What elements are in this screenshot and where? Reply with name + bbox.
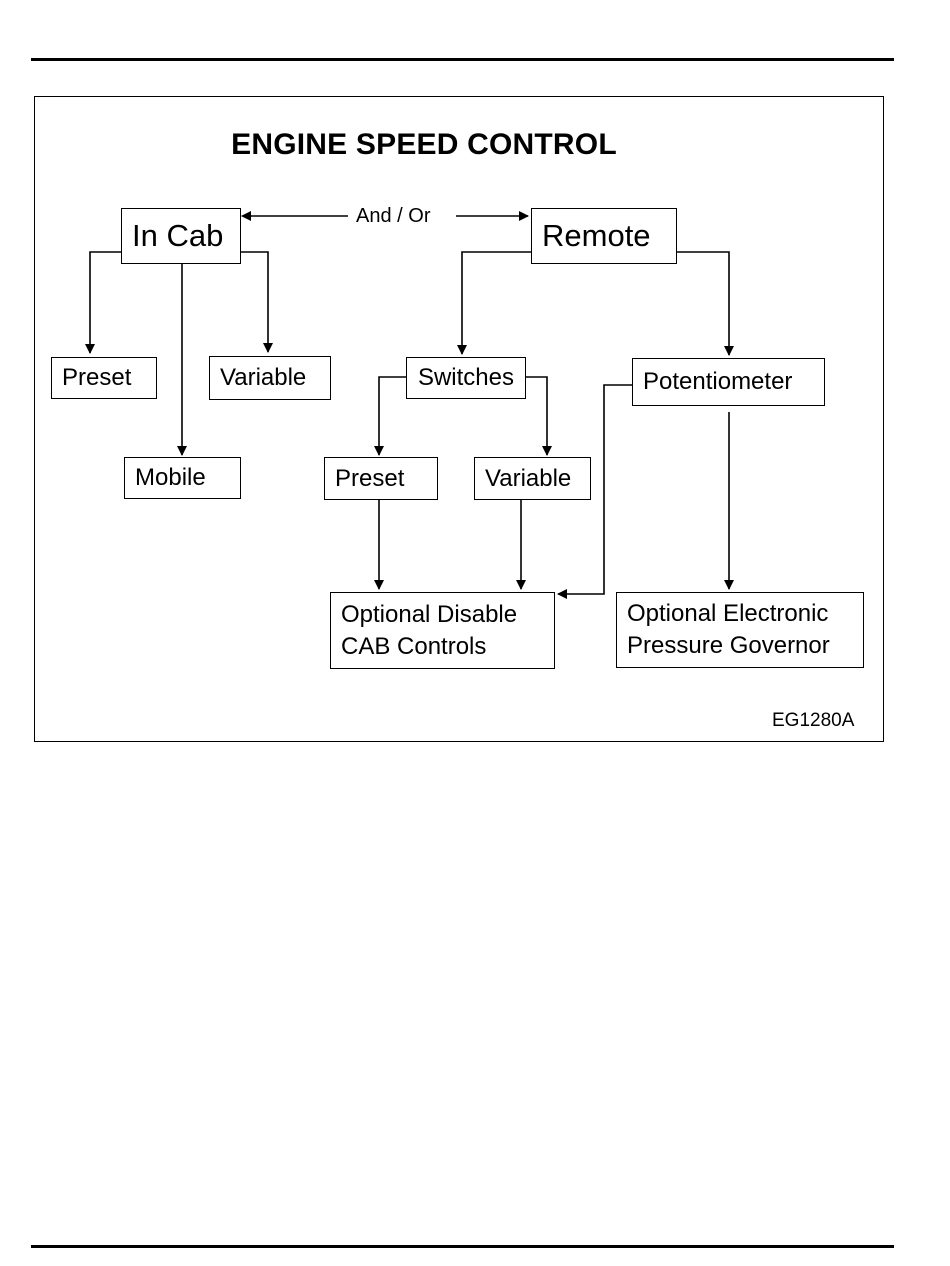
figure-reference: EG1280A xyxy=(772,710,854,732)
node-remote: Remote xyxy=(531,208,677,264)
node-switch-preset: Preset xyxy=(324,457,438,500)
connector-incab-preset xyxy=(90,252,121,353)
node-incab-preset: Preset xyxy=(51,357,157,399)
connector-remote-switches xyxy=(462,252,531,354)
node-switch-variable: Variable xyxy=(474,457,591,500)
connector-switches-preset xyxy=(379,377,406,455)
node-optional-disable-cab-controls: Optional Disable CAB Controls xyxy=(330,592,555,669)
node-potentiometer: Potentiometer xyxy=(632,358,825,406)
node-optional-disable-line-2: CAB Controls xyxy=(341,631,486,663)
node-optional-disable-line-1: Optional Disable xyxy=(341,599,517,631)
and-or-label: And / Or xyxy=(356,205,430,228)
node-incab-variable: Variable xyxy=(209,356,331,400)
connector-incab-variable xyxy=(241,252,268,352)
node-switches: Switches xyxy=(406,357,526,399)
node-in-cab: In Cab xyxy=(121,208,241,264)
node-incab-mobile: Mobile xyxy=(124,457,241,499)
node-optional-pressure-governor: Optional Electronic Pressure Governor xyxy=(616,592,864,668)
connector-switches-variable xyxy=(526,377,547,455)
connector-remote-potentiometer xyxy=(677,252,729,355)
node-governor-line-2: Pressure Governor xyxy=(627,630,830,662)
node-governor-line-1: Optional Electronic xyxy=(627,598,828,630)
